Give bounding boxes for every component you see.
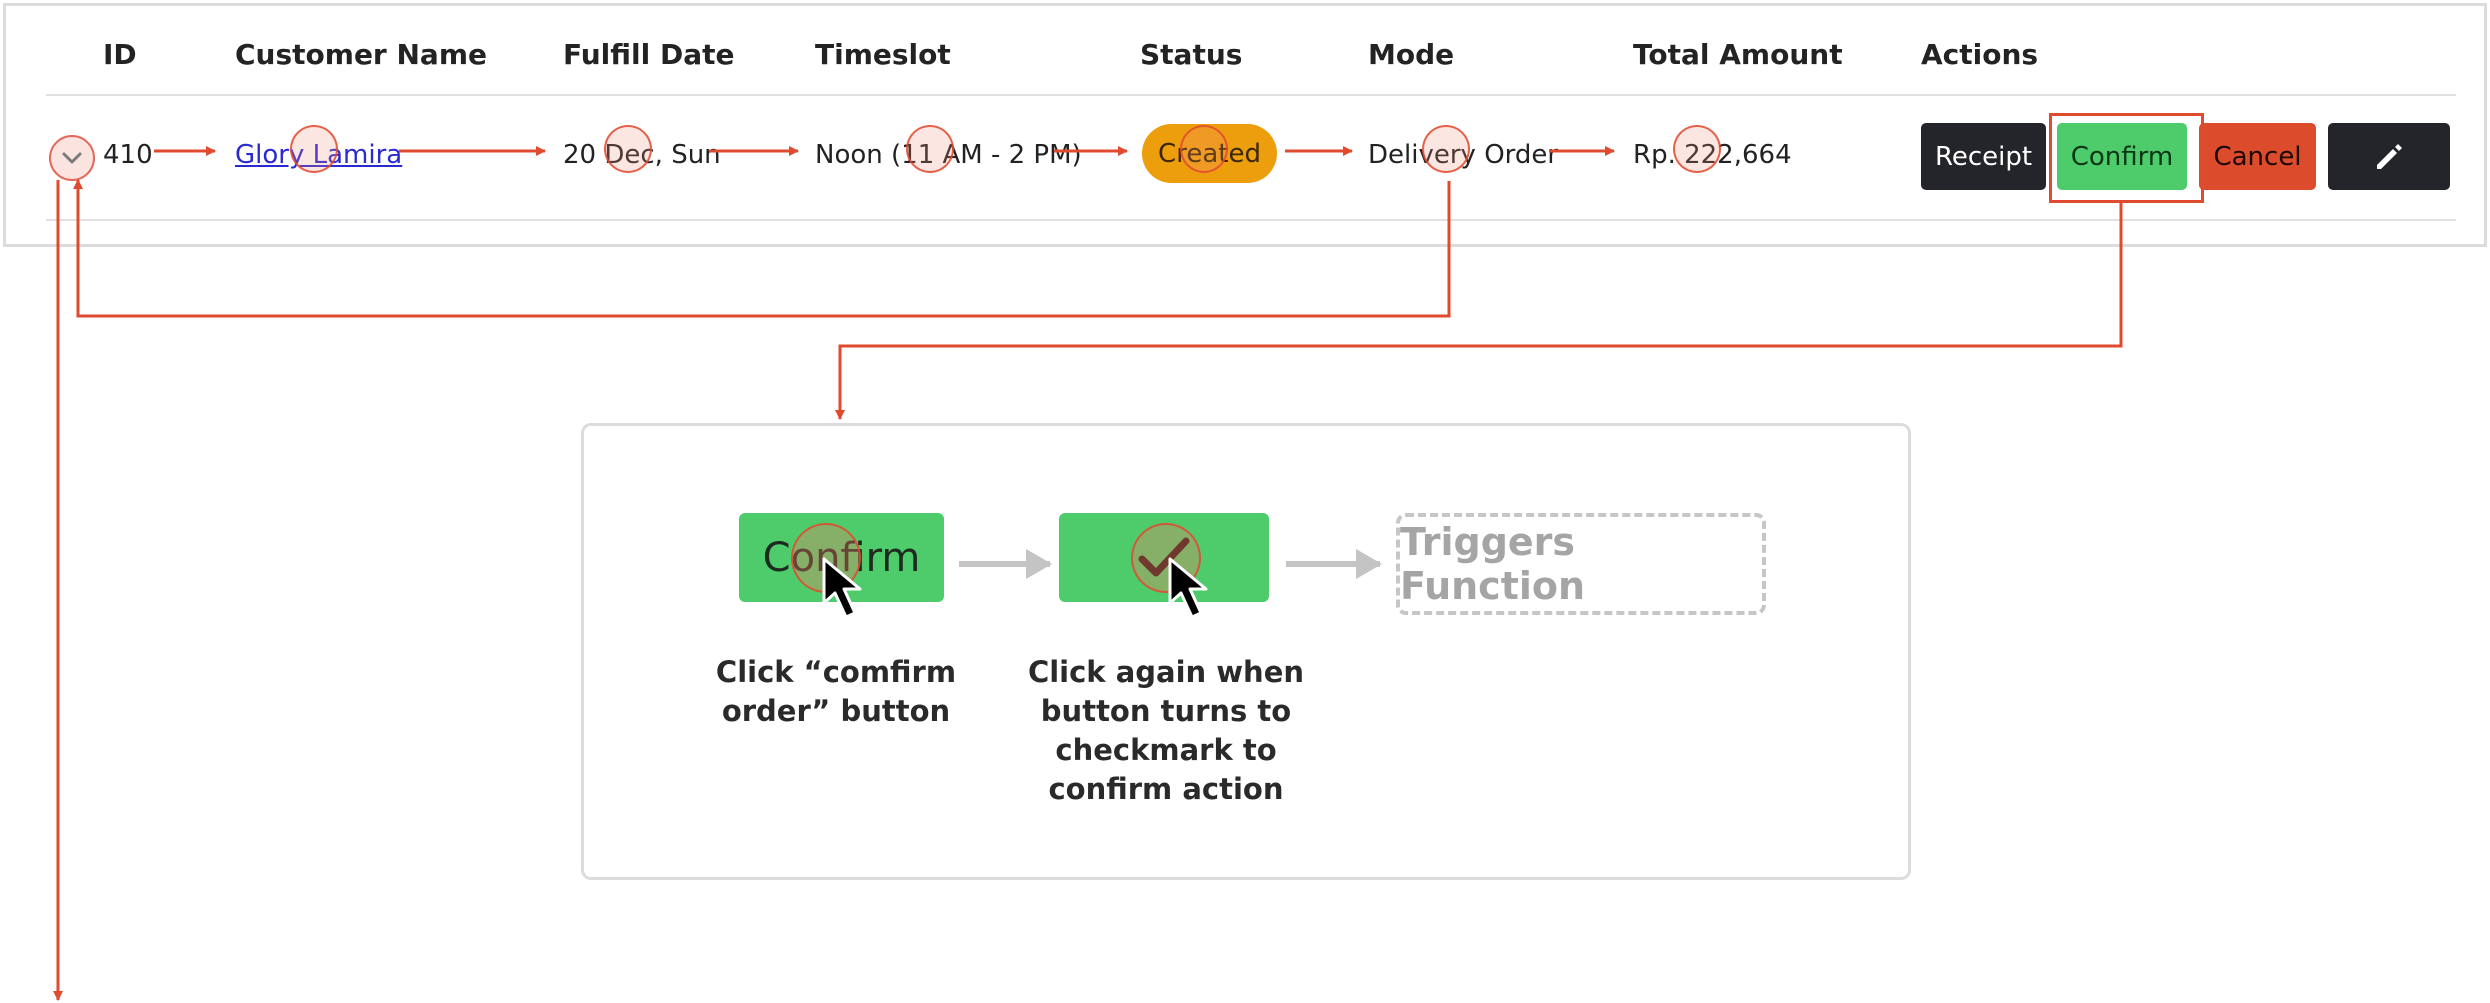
step1-confirm-button: Confirm [739, 513, 944, 602]
receipt-button[interactable]: Receipt [1921, 123, 2046, 190]
header-divider [46, 94, 2456, 96]
cell-timeslot: Noon (11 AM - 2 PM) [815, 140, 1082, 170]
confirm-highlight-box [2049, 113, 2204, 203]
customer-name-link[interactable]: Glory Lamira [235, 140, 403, 170]
header-actions: Actions [1921, 38, 2039, 71]
triggers-function-box: Triggers Function [1396, 513, 1766, 615]
header-mode: Mode [1368, 38, 1455, 71]
confirm-flow-panel [581, 423, 1911, 880]
step1-caption: Click “comfirm order” button [715, 655, 957, 728]
step2-checkmark-button [1059, 513, 1269, 602]
cell-id: 410 [103, 140, 153, 170]
header-id: ID [103, 38, 137, 71]
cancel-button[interactable]: Cancel [2199, 123, 2316, 190]
header-customer-name: Customer Name [235, 38, 487, 71]
orders-table: ID Customer Name Fulfill Date Timeslot S… [3, 3, 2487, 247]
chevron-down-icon [62, 152, 82, 164]
header-timeslot: Timeslot [815, 38, 951, 71]
row-divider [46, 219, 2456, 221]
pencil-icon [2377, 143, 2402, 169]
step2-caption: Click again when button turns to checkma… [1027, 655, 1305, 806]
header-total-amount: Total Amount [1633, 38, 1843, 71]
header-status: Status [1140, 38, 1243, 71]
header-fulfill-date: Fulfill Date [563, 38, 735, 71]
checkmark-icon [1138, 537, 1190, 576]
cell-fulfill-date: 20 Dec, Sun [563, 140, 721, 170]
cell-mode: Delivery Order [1368, 140, 1559, 170]
edit-button[interactable] [2328, 123, 2450, 190]
confirm-button[interactable]: Confirm [2057, 123, 2187, 190]
cell-total-amount: Rp. 222,664 [1633, 140, 1792, 170]
expand-row-button[interactable] [49, 135, 95, 181]
status-badge: Created [1142, 124, 1277, 183]
